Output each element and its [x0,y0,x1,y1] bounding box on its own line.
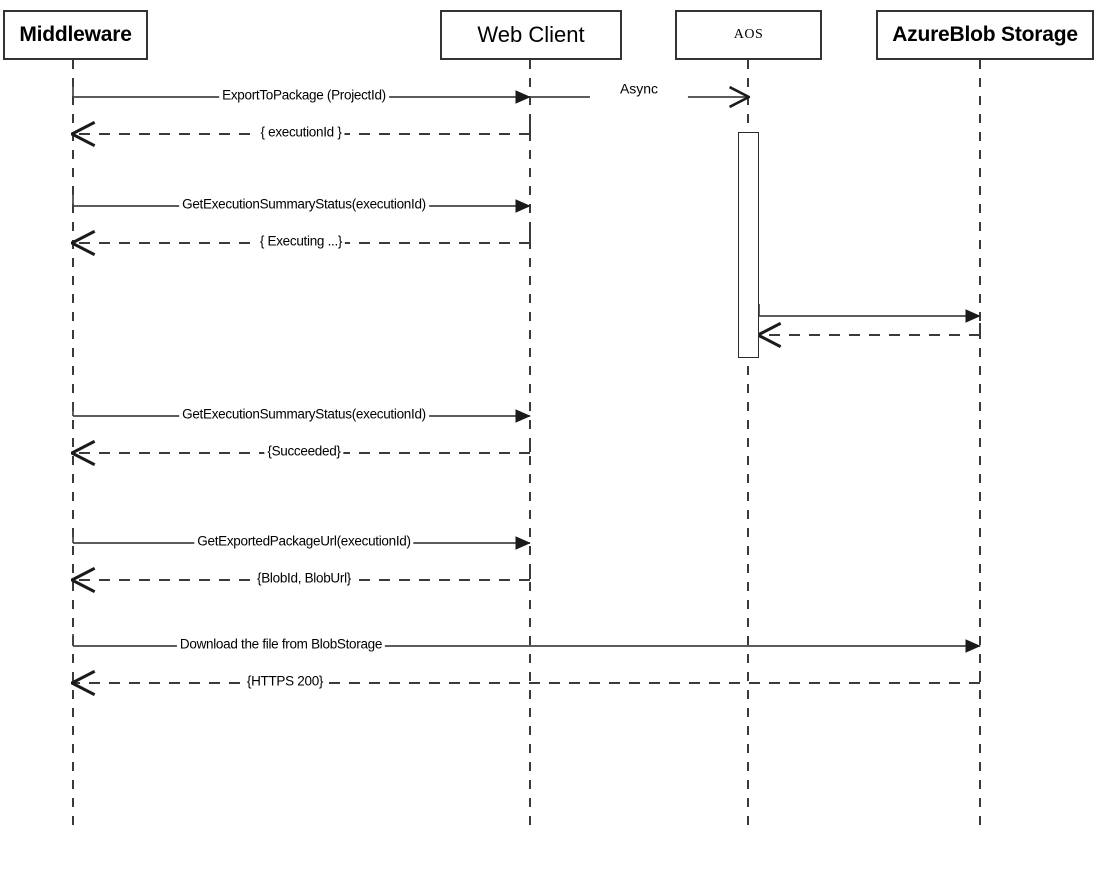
message-label-m13: {HTTPS 200} [243,673,327,691]
participant-label-azureblob-storage: AzureBlob Storage [892,23,1078,46]
message-label-m1: ExportToPackage (ProjectId) [219,87,389,105]
participant-box-azureblob-storage[interactable]: AzureBlob Storage [876,10,1094,60]
message-label-m4: GetExecutionSummaryStatus(executionId) [179,196,429,214]
message-label-m3: { executionId } [257,124,345,142]
activation-bar-aos [738,132,759,358]
message-label-m8: GetExecutionSummaryStatus(executionId) [179,406,429,424]
participant-box-aos[interactable]: AOS [675,10,822,60]
message-label-m9: {Succeeded} [264,443,344,461]
participant-box-web-client[interactable]: Web Client [440,10,622,60]
participant-label-aos: AOS [733,27,764,42]
message-label-m10: GetExportedPackageUrl(executionId) [194,533,414,551]
participant-label-middleware: Middleware [19,23,132,46]
lifelines-group [72,60,981,832]
messages-group [73,85,981,683]
message-label-m12: Download the file from BlobStorage [176,636,386,654]
message-label-m2: Async [589,75,689,103]
message-label-m11: {BlobId, BlobUrl} [254,570,354,588]
message-label-m5: { Executing ...} [256,233,346,251]
participant-label-web-client: Web Client [477,22,585,47]
participant-box-middleware[interactable]: Middleware [3,10,148,60]
